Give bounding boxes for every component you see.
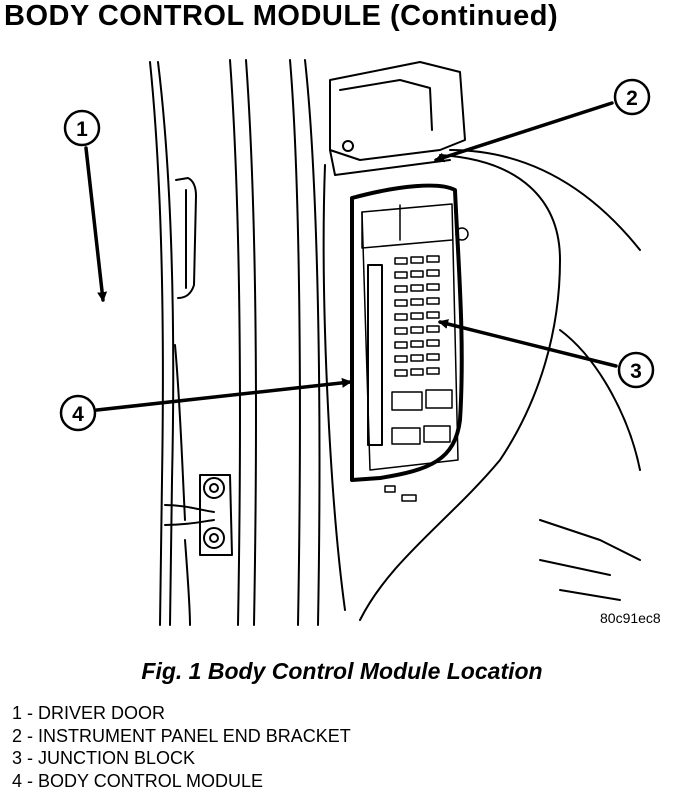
figure-caption: Fig. 1 Body Control Module Location bbox=[141, 658, 543, 684]
callout-4: 4 bbox=[59, 394, 97, 432]
legend-item: 3 - JUNCTION BLOCK bbox=[12, 748, 196, 768]
page-title: BODY CONTROL MODULE (Continued) bbox=[4, 0, 559, 32]
callout-2-number: 2 bbox=[626, 87, 638, 110]
door-striker bbox=[164, 474, 233, 556]
legend-item: 1 - DRIVER DOOR bbox=[12, 703, 166, 723]
callout-3-number: 3 bbox=[630, 360, 642, 383]
junction-block bbox=[361, 203, 469, 502]
legend-list: 1 - DRIVER DOOR 2 - INSTRUMENT PANEL END… bbox=[12, 702, 351, 792]
body-control-module bbox=[350, 183, 464, 482]
diagram-figure: 1 2 3 4 bbox=[59, 59, 655, 626]
callout-1: 1 bbox=[63, 109, 101, 147]
instrument-panel-end-bracket bbox=[329, 61, 466, 176]
door-outline bbox=[149, 59, 257, 626]
leader-lines bbox=[84, 101, 618, 412]
callout-2: 2 bbox=[613, 78, 651, 116]
figure-code: 80c91ec8 bbox=[600, 610, 661, 626]
trim-panel bbox=[322, 149, 641, 621]
legend-item: 2 - INSTRUMENT PANEL END BRACKET bbox=[12, 725, 351, 746]
callout-1-number: 1 bbox=[76, 118, 88, 141]
legend-item: 4 - BODY CONTROL MODULE bbox=[12, 770, 264, 791]
callout-3: 3 bbox=[617, 351, 655, 389]
body-pillar bbox=[289, 59, 321, 626]
callout-4-number: 4 bbox=[72, 403, 84, 426]
